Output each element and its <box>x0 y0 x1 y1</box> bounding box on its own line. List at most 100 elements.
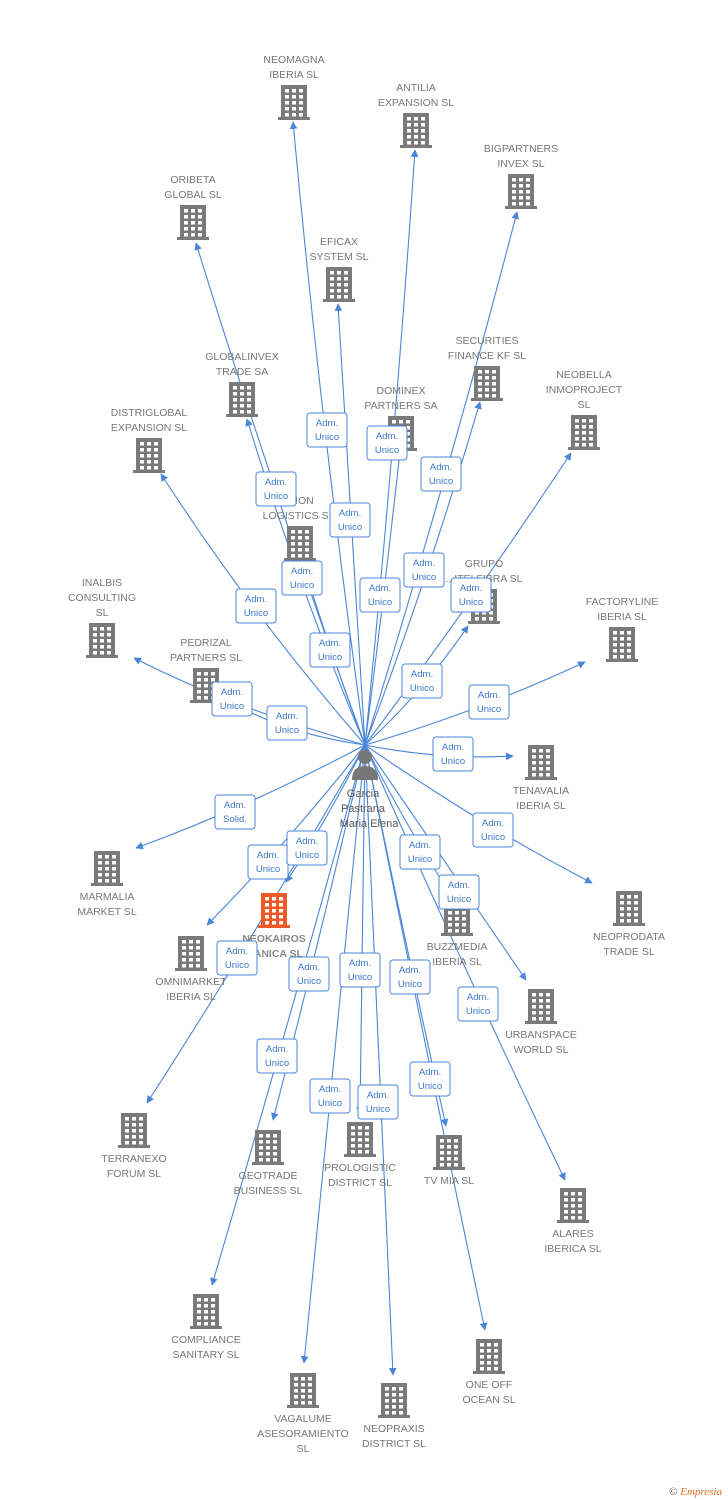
badge-box <box>211 681 253 717</box>
role-badge-alares[interactable]: Adm.Unico <box>457 986 499 1022</box>
company-name: EXPANSION SL <box>378 97 454 109</box>
badge-text: Unico <box>265 1058 289 1069</box>
badge-text: Unico <box>348 972 372 983</box>
footer-brand: © Empresia <box>669 1486 722 1498</box>
badge-box <box>438 874 480 910</box>
building-icon <box>400 113 432 148</box>
role-badge-vagalume[interactable]: Adm.Unico <box>309 1078 351 1114</box>
badge-text: Adm. <box>367 1090 389 1101</box>
role-badge-neokairos[interactable]: Adm.Unico <box>247 844 289 880</box>
role-badge-bigpartners[interactable]: Adm.Unico <box>420 456 462 492</box>
role-badge-antilia[interactable]: Adm.Unico <box>329 502 371 538</box>
badge-text: Adm. <box>291 566 313 577</box>
role-badge-neoprodata[interactable]: Adm.Unico <box>472 812 514 848</box>
role-badge-omnimarket[interactable]: Adm.Unico <box>286 830 328 866</box>
role-badge-oneoff[interactable]: Adm.Unico <box>389 959 431 995</box>
company-name: SL <box>96 607 109 619</box>
badge-box <box>286 830 328 866</box>
badge-box <box>306 412 348 448</box>
badge-box <box>357 1084 399 1120</box>
role-badge-securities[interactable]: Adm.Unico <box>403 552 445 588</box>
company-name: ANTILIA <box>396 82 436 94</box>
role-badge-neobella[interactable]: Adm.Unico <box>450 577 492 613</box>
badge-text: Unico <box>220 701 244 712</box>
role-badge-prologistic[interactable]: Adm.Unico <box>339 952 381 988</box>
company-name: VAGALUME <box>274 1413 332 1425</box>
role-badge-pedrizal[interactable]: Adm.Unico <box>266 705 308 741</box>
role-badge-terranexo[interactable]: Adm.Unico <box>216 940 258 976</box>
company-name: SL <box>578 399 591 411</box>
badge-box <box>329 502 371 538</box>
role-badge-neopraxis[interactable]: Adm.Unico <box>357 1084 399 1120</box>
role-badge-marmalia[interactable]: Adm.Solid. <box>214 794 256 830</box>
badge-box <box>409 1061 451 1097</box>
company-name: GRUPO <box>465 558 504 570</box>
building-icon <box>287 1373 319 1408</box>
role-badge-eficax[interactable]: Adm.Unico <box>359 577 401 613</box>
role-badge-urbanspace[interactable]: Adm.Unico <box>399 834 441 870</box>
role-badge-geotrade[interactable]: Adm.Unico <box>288 956 330 992</box>
badge-text: Unico <box>481 832 505 843</box>
role-badge-grupo[interactable]: Adm.Unico <box>401 663 443 699</box>
edge-omnimarket <box>206 744 366 926</box>
badge-text: Adm. <box>266 1044 288 1055</box>
edge-neokairos <box>285 744 366 883</box>
badge-text: Unico <box>418 1081 442 1092</box>
badge-text: Unico <box>256 864 280 875</box>
badge-box <box>403 552 445 588</box>
role-badge-distriglobal[interactable]: Adm.Unico <box>235 588 277 624</box>
company-node-tvmia[interactable]: TV MIA SL <box>424 1135 474 1187</box>
role-badge-oribeta[interactable]: Adm.Unico <box>255 471 297 507</box>
role-badge-dominex[interactable]: Adm.Unico <box>366 425 408 461</box>
role-badge-factoryline[interactable]: Adm.Unico <box>468 684 510 720</box>
badge-box <box>472 812 514 848</box>
company-name: FORUM SL <box>107 1168 161 1180</box>
company-node-antilia[interactable]: ANTILIA EXPANSION SL <box>378 82 454 148</box>
role-badge-tvmia[interactable]: Adm.Unico <box>409 1061 451 1097</box>
role-badge-logistics[interactable]: Adm.Unico <box>281 560 323 596</box>
company-name: PARTNERS SL <box>170 652 242 664</box>
badge-text: Adm. <box>467 992 489 1003</box>
company-name: NEOPRODATA <box>593 931 665 943</box>
company-node-neokairos[interactable]: NEOKAIROS...ANICA SL <box>242 893 306 960</box>
badges-layer: Adm.UnicoAdm.UnicoAdm.UnicoAdm.UnicoAdm.… <box>211 412 514 1120</box>
role-badge-inalbis[interactable]: Adm.Unico <box>211 681 253 717</box>
company-name: SL <box>297 1443 310 1455</box>
role-badge-tenavalia[interactable]: Adm.Unico <box>432 736 474 772</box>
role-badge-buzzmedia[interactable]: Adm.Unico <box>438 874 480 910</box>
badge-box <box>309 632 351 668</box>
company-name: EXPANSION SL <box>111 422 187 434</box>
company-name: NEOMAGNA <box>263 54 324 66</box>
badge-box <box>288 956 330 992</box>
badge-box <box>399 834 441 870</box>
role-badge-neomagna[interactable]: Adm.Unico <box>306 412 348 448</box>
role-badge-compliance[interactable]: Adm. Unico <box>256 1038 298 1074</box>
role-badge-globalinvex[interactable]: Adm.Unico <box>309 632 351 668</box>
edge-terranexo <box>146 744 366 1104</box>
badge-text: Adm. <box>319 638 341 649</box>
